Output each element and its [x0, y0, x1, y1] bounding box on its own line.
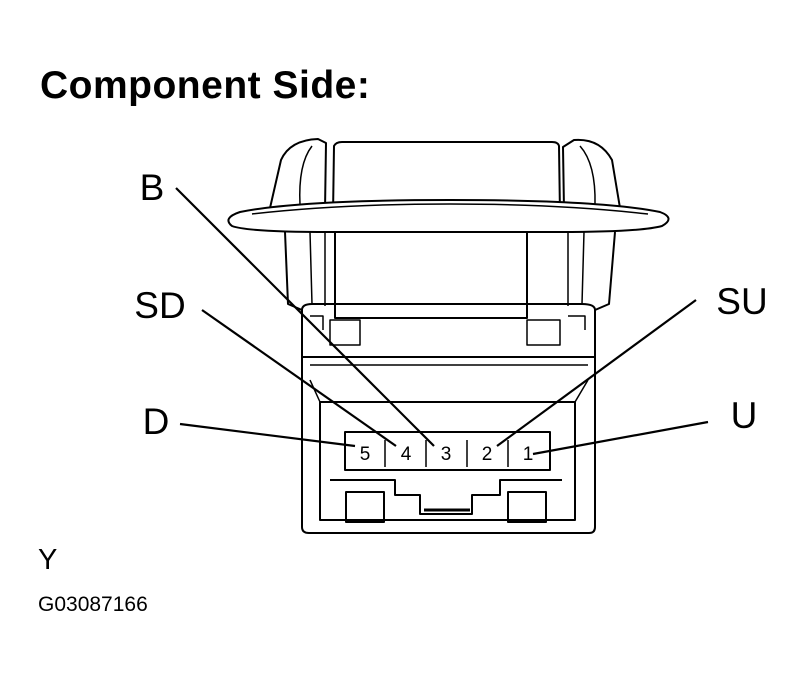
- connector-key: [330, 479, 562, 515]
- diagram-title: Component Side:: [40, 64, 371, 107]
- pin-number-3: 3: [441, 444, 452, 465]
- connector-cavity: [319, 401, 576, 521]
- right-top-bump: [562, 138, 621, 211]
- leader-sd: [201, 309, 397, 447]
- signal-label-d: D: [143, 401, 170, 442]
- signal-label-su: SU: [716, 281, 767, 322]
- center-top-block: [332, 141, 561, 216]
- pin-number-2: 2: [482, 444, 493, 465]
- pin-number-1: 1: [523, 444, 534, 465]
- signal-label-b: B: [140, 167, 165, 208]
- leader-b: [175, 187, 435, 447]
- footer-letter: Y: [38, 544, 58, 576]
- pin-number-4: 4: [401, 444, 412, 465]
- switch-flange: [227, 199, 670, 233]
- leader-u: [532, 420, 709, 456]
- right-latch: [507, 491, 547, 523]
- signal-label-u: U: [731, 395, 758, 436]
- signal-label-sd: SD: [134, 285, 185, 326]
- figure-code: G03087166: [38, 593, 148, 616]
- connector-housing: [301, 356, 596, 534]
- left-latch: [345, 491, 385, 523]
- leader-d: [179, 422, 356, 448]
- leader-su: [496, 299, 697, 447]
- left-top-bump: [269, 138, 327, 211]
- pin-number-5: 5: [360, 444, 371, 465]
